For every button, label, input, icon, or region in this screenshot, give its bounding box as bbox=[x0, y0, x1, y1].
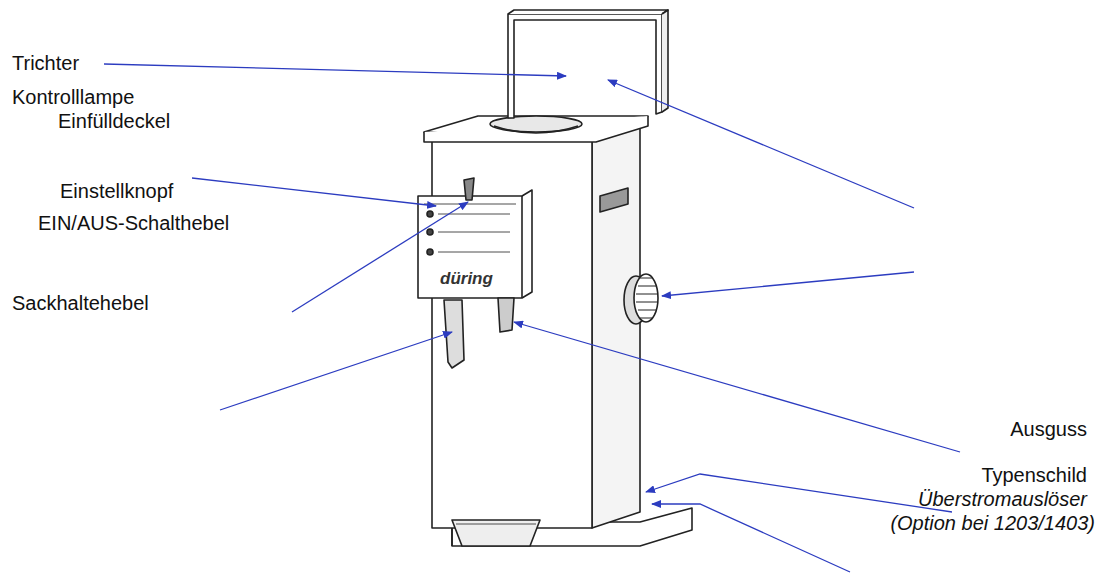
part-label: Kontrolllampe bbox=[12, 86, 134, 108]
leader-lines bbox=[104, 64, 960, 572]
part-label: EIN/AUS-Schalthebel bbox=[38, 212, 229, 234]
mill-body bbox=[418, 10, 692, 546]
part-label: Sackhaltehebel bbox=[12, 292, 149, 314]
part-label: (Option bei 1203/1403) bbox=[890, 512, 1095, 534]
part-label: Ausguss bbox=[1010, 418, 1087, 440]
part-label: Einfülldeckel bbox=[58, 110, 170, 132]
part-label: Trichter bbox=[12, 52, 79, 74]
knob-knurling bbox=[636, 278, 657, 318]
part-label: Typenschild bbox=[981, 464, 1087, 486]
part-label: Überstromauslöser bbox=[918, 488, 1087, 510]
brand-logo: düring bbox=[440, 268, 493, 290]
part-label: Einstellknopf bbox=[60, 180, 173, 202]
